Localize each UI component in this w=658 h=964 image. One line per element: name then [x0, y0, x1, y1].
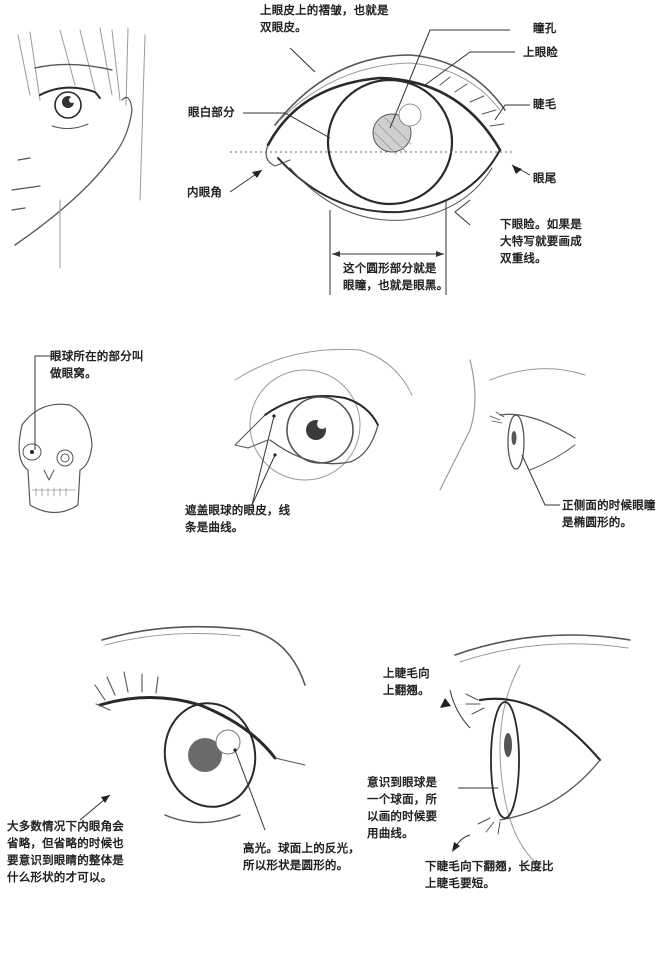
face-sketch	[11, 27, 146, 269]
label-eyelashes: 睫毛	[533, 97, 557, 111]
label-side-view: 正侧面的时候眼瞳 是椭圆形的。	[562, 498, 656, 529]
label-inner-corner-omit: 大多数情况下内眼角会 省略，但省略的时候也 要意识到眼睛的整体是 什么形状的才可…	[7, 819, 124, 884]
label-eye-white: 眼白部分	[188, 105, 235, 119]
profile-eye-sketch	[440, 634, 631, 871]
label-eye-socket: 眼球所在的部分叫 做眼窝。	[50, 349, 144, 380]
side-eye-sketch	[439, 359, 586, 506]
label-upper-eyelid: 上眼睑	[523, 45, 559, 59]
round-eye-sketch	[234, 348, 413, 506]
label-iris-note: 这个圆形部分就是 眼瞳，也就是眼黑。	[343, 261, 449, 292]
front-eye-diagram	[229, 29, 531, 295]
label-pupil: 瞳孔	[533, 21, 557, 35]
label-highlight: 高光。球面上的反光， 所以形状是圆形的。	[243, 841, 360, 872]
label-double-eyelid: 上眼皮上的褶皱，也就是 双眼皮。	[260, 3, 389, 34]
label-eyelid-curve: 遮盖眼球的眼皮，线 条是曲线。	[185, 503, 291, 534]
label-sphere-note: 意识到眼球是 一个球面，所 以画的时候要 用曲线。	[367, 775, 438, 840]
label-upper-lash-up: 上睫毛向 上翻翘。	[383, 666, 430, 697]
skull-sketch	[18, 355, 93, 514]
large-eye-sketch	[79, 625, 306, 831]
label-outer-corner: 眼尾	[533, 171, 557, 185]
label-lower-lash-down: 下睫毛向下翻翘，长度比 上睫毛要短。	[425, 859, 554, 890]
label-inner-corner: 内眼角	[187, 185, 223, 199]
label-lower-eyelid: 下眼睑。如果是 大特写就要画成 双重线。	[500, 217, 582, 265]
